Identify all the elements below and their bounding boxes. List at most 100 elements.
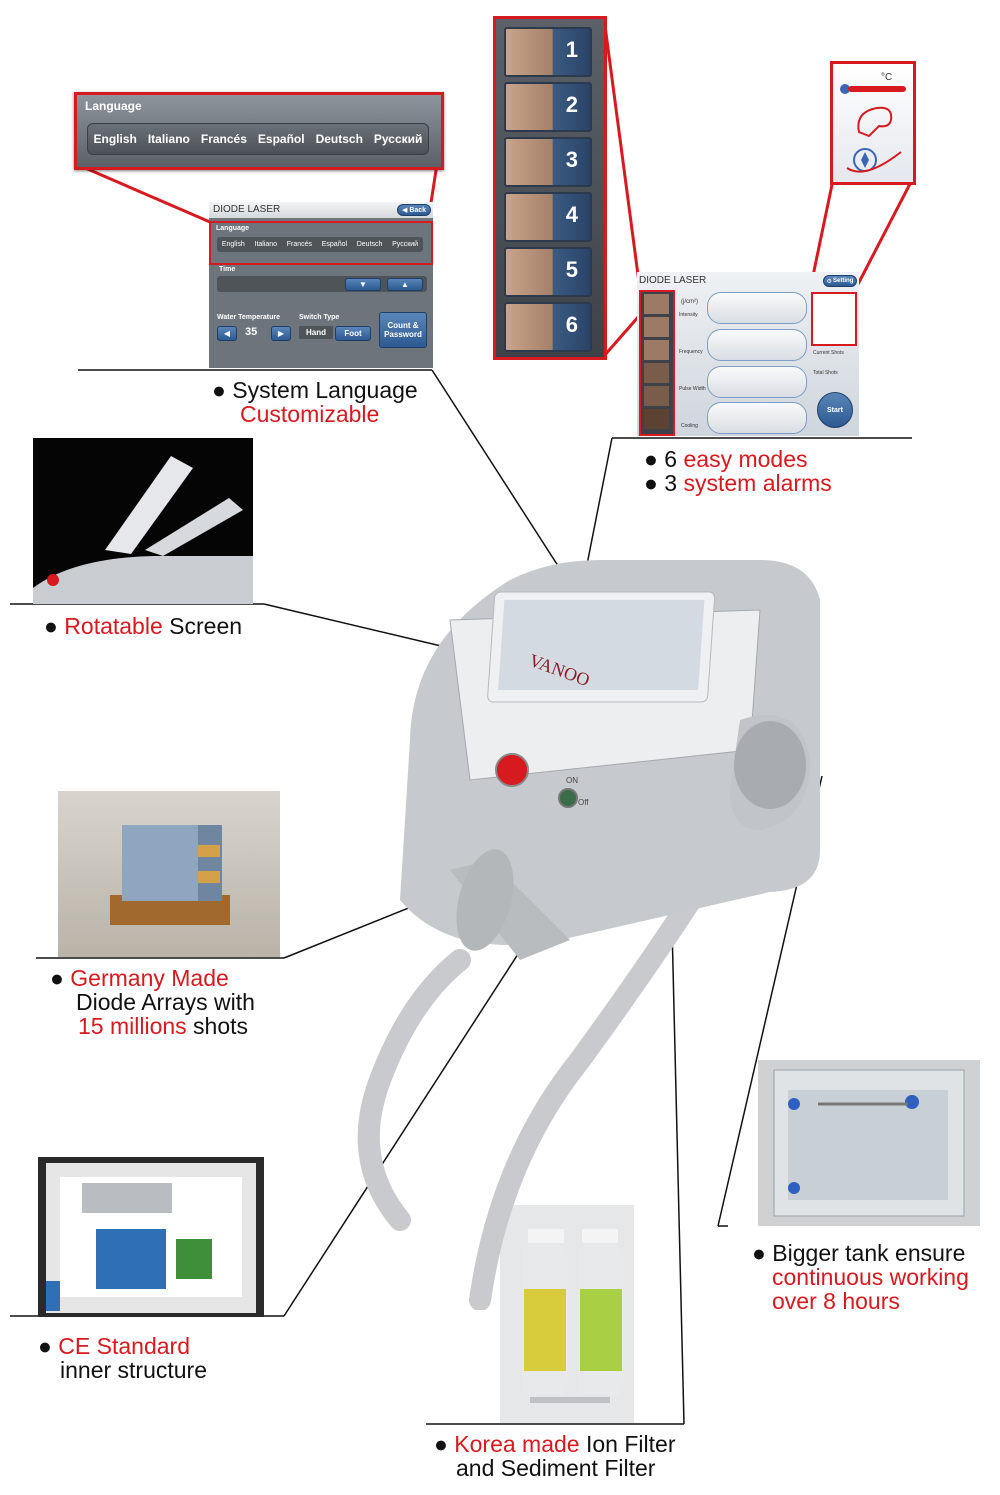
caption-language-red: Customizable: [240, 401, 380, 427]
water-temp-decrease[interactable]: ◀: [217, 326, 237, 341]
language-option[interactable]: Deutsch: [315, 132, 363, 146]
caption-korea-red: Korea made: [454, 1431, 580, 1457]
water-temp-label: Water Temperature: [217, 314, 281, 321]
diode-language-row: Language English Italiano Francés Españo…: [209, 221, 433, 265]
diode-language-option[interactable]: Italiano: [254, 241, 278, 248]
mode-6-tile[interactable]: 6: [504, 302, 592, 352]
count-password-button[interactable]: Count & Password: [379, 312, 427, 348]
filters-photo: [500, 1205, 634, 1423]
caption-tank-line2: continuous working: [772, 1264, 969, 1290]
bullet: ●: [212, 377, 226, 403]
switch-foot-option[interactable]: Foot: [335, 326, 371, 341]
cooling-slider[interactable]: [707, 402, 807, 434]
cooling-label: Cooling: [681, 423, 698, 429]
machine-switch-on: ON: [566, 776, 578, 785]
water-tank-illustration: [773, 1069, 965, 1217]
bullet: ●: [644, 470, 658, 496]
mode-3-tile[interactable]: 3: [504, 137, 592, 187]
thermometer-icon: [840, 84, 906, 94]
water-temp-value: 35: [245, 326, 258, 338]
caption-ce: ● CE Standard: [38, 1334, 190, 1358]
caption-ce-line2: inner structure: [60, 1357, 208, 1383]
caption-alarms-count: 3: [664, 470, 684, 496]
mode-thumb-1[interactable]: [644, 294, 669, 314]
mode-thumb-4[interactable]: [644, 363, 669, 383]
diode-language-option[interactable]: English: [221, 241, 245, 248]
setting-button[interactable]: ⚙ Setting: [823, 275, 857, 287]
time-label: Time: [219, 266, 236, 273]
language-option[interactable]: Español: [257, 132, 305, 146]
temp-unit: °C: [881, 72, 893, 83]
mode-thumb-3[interactable]: [644, 340, 669, 360]
frequency-slider[interactable]: [707, 329, 807, 361]
time-up-button[interactable]: ▲: [387, 278, 423, 291]
language-option[interactable]: Русский: [373, 132, 423, 146]
caption-korea: ● Korea made Ion Filter: [434, 1432, 675, 1456]
caption-germany-line3: 15 millions shots: [78, 1014, 248, 1038]
diode-language-option[interactable]: Español: [321, 241, 348, 248]
mode-4-tile[interactable]: 4: [504, 192, 592, 242]
caption-language: ● System Language: [212, 378, 418, 402]
mode-thumb-2[interactable]: [644, 317, 669, 337]
caption-germany: ● Germany Made: [50, 966, 229, 990]
mode-number: 1: [565, 37, 578, 62]
setting-label: Setting: [833, 278, 854, 284]
rotatable-screen-photo: [33, 438, 253, 604]
diode-language-bar: English Italiano Francés Español Deutsch…: [217, 237, 423, 252]
diode-language-option[interactable]: Francés: [286, 241, 313, 248]
alarms-zoom-panel: °C: [830, 61, 916, 185]
start-button[interactable]: Start: [817, 392, 853, 428]
pulse-width-slider[interactable]: [707, 366, 807, 398]
language-zoom-bar: English Italiano Francés Español Deutsch…: [87, 123, 429, 155]
alarm-icons-frame: [811, 292, 857, 346]
diode-language-option[interactable]: Deutsch: [356, 241, 383, 248]
mode-number: 6: [565, 312, 578, 337]
bullet: ●: [44, 613, 58, 639]
mode-1-tile[interactable]: 1: [504, 27, 592, 77]
caption-germany-shots: shots: [186, 1013, 249, 1039]
mode-number: 5: [565, 257, 578, 282]
caption-tank: ● Bigger tank ensure: [752, 1241, 965, 1265]
water-temp-increase[interactable]: ▶: [271, 326, 291, 341]
bullet: ●: [752, 1240, 766, 1266]
diode-array-illustration: [110, 825, 230, 925]
diode-language-option[interactable]: Русский: [392, 241, 419, 248]
bullet: ●: [644, 446, 658, 472]
caption-germany-red: Germany Made: [70, 965, 229, 991]
mode-2-tile[interactable]: 2: [504, 82, 592, 132]
caption-rotatable: ● Rotatable Screen: [44, 614, 242, 638]
language-option[interactable]: Francés: [200, 132, 247, 146]
caption-rotatable-text: Screen: [162, 613, 243, 639]
rotatable-screen-illustration: [33, 456, 253, 604]
switch-type-label: Switch Type: [299, 314, 340, 321]
laser-machine-illustration: [357, 560, 820, 1310]
modes-zoom-panel: 1 2 3 4 5 6: [493, 16, 607, 360]
language-option[interactable]: Italiano: [147, 132, 190, 146]
back-button[interactable]: ◀ Back: [397, 204, 431, 216]
mode-number: 3: [565, 147, 578, 172]
switch-hand-option[interactable]: Hand: [299, 326, 333, 339]
frequency-label: Frequency: [679, 349, 703, 355]
diode-language-label: Language: [216, 225, 250, 232]
caption-ce-red: CE Standard: [58, 1333, 190, 1359]
language-zoom-panel: Language English Italiano Francés Españo…: [74, 92, 444, 170]
mode-thumb-5[interactable]: [644, 386, 669, 406]
back-label: Back: [409, 206, 427, 214]
intensity-slider[interactable]: [707, 292, 807, 324]
mode-thumb-6[interactable]: [644, 409, 669, 429]
caption-language-text: System Language: [232, 377, 418, 403]
caption-modes-line1: ● 6 easy modes: [644, 447, 808, 471]
caption-germany-line2: Diode Arrays with: [76, 989, 255, 1015]
water-tank-photo: [758, 1060, 980, 1226]
mode-screen-panel: DIODE LASER ⚙ Setting (j/cm²) Intensity …: [637, 272, 859, 436]
caption-modes-count: 6: [664, 446, 684, 472]
time-down-button[interactable]: ▼: [345, 278, 381, 291]
caption-germany-shots-red: 15 millions: [78, 1013, 187, 1039]
mode-number: 2: [565, 92, 578, 117]
bullet: ●: [38, 1333, 52, 1359]
mode-5-tile[interactable]: 5: [504, 247, 592, 297]
bullet: ●: [434, 1431, 448, 1457]
language-option[interactable]: English: [93, 132, 137, 146]
caption-alarms-red: system alarms: [683, 470, 832, 496]
caption-tank-line3: over 8 hours: [772, 1288, 900, 1314]
